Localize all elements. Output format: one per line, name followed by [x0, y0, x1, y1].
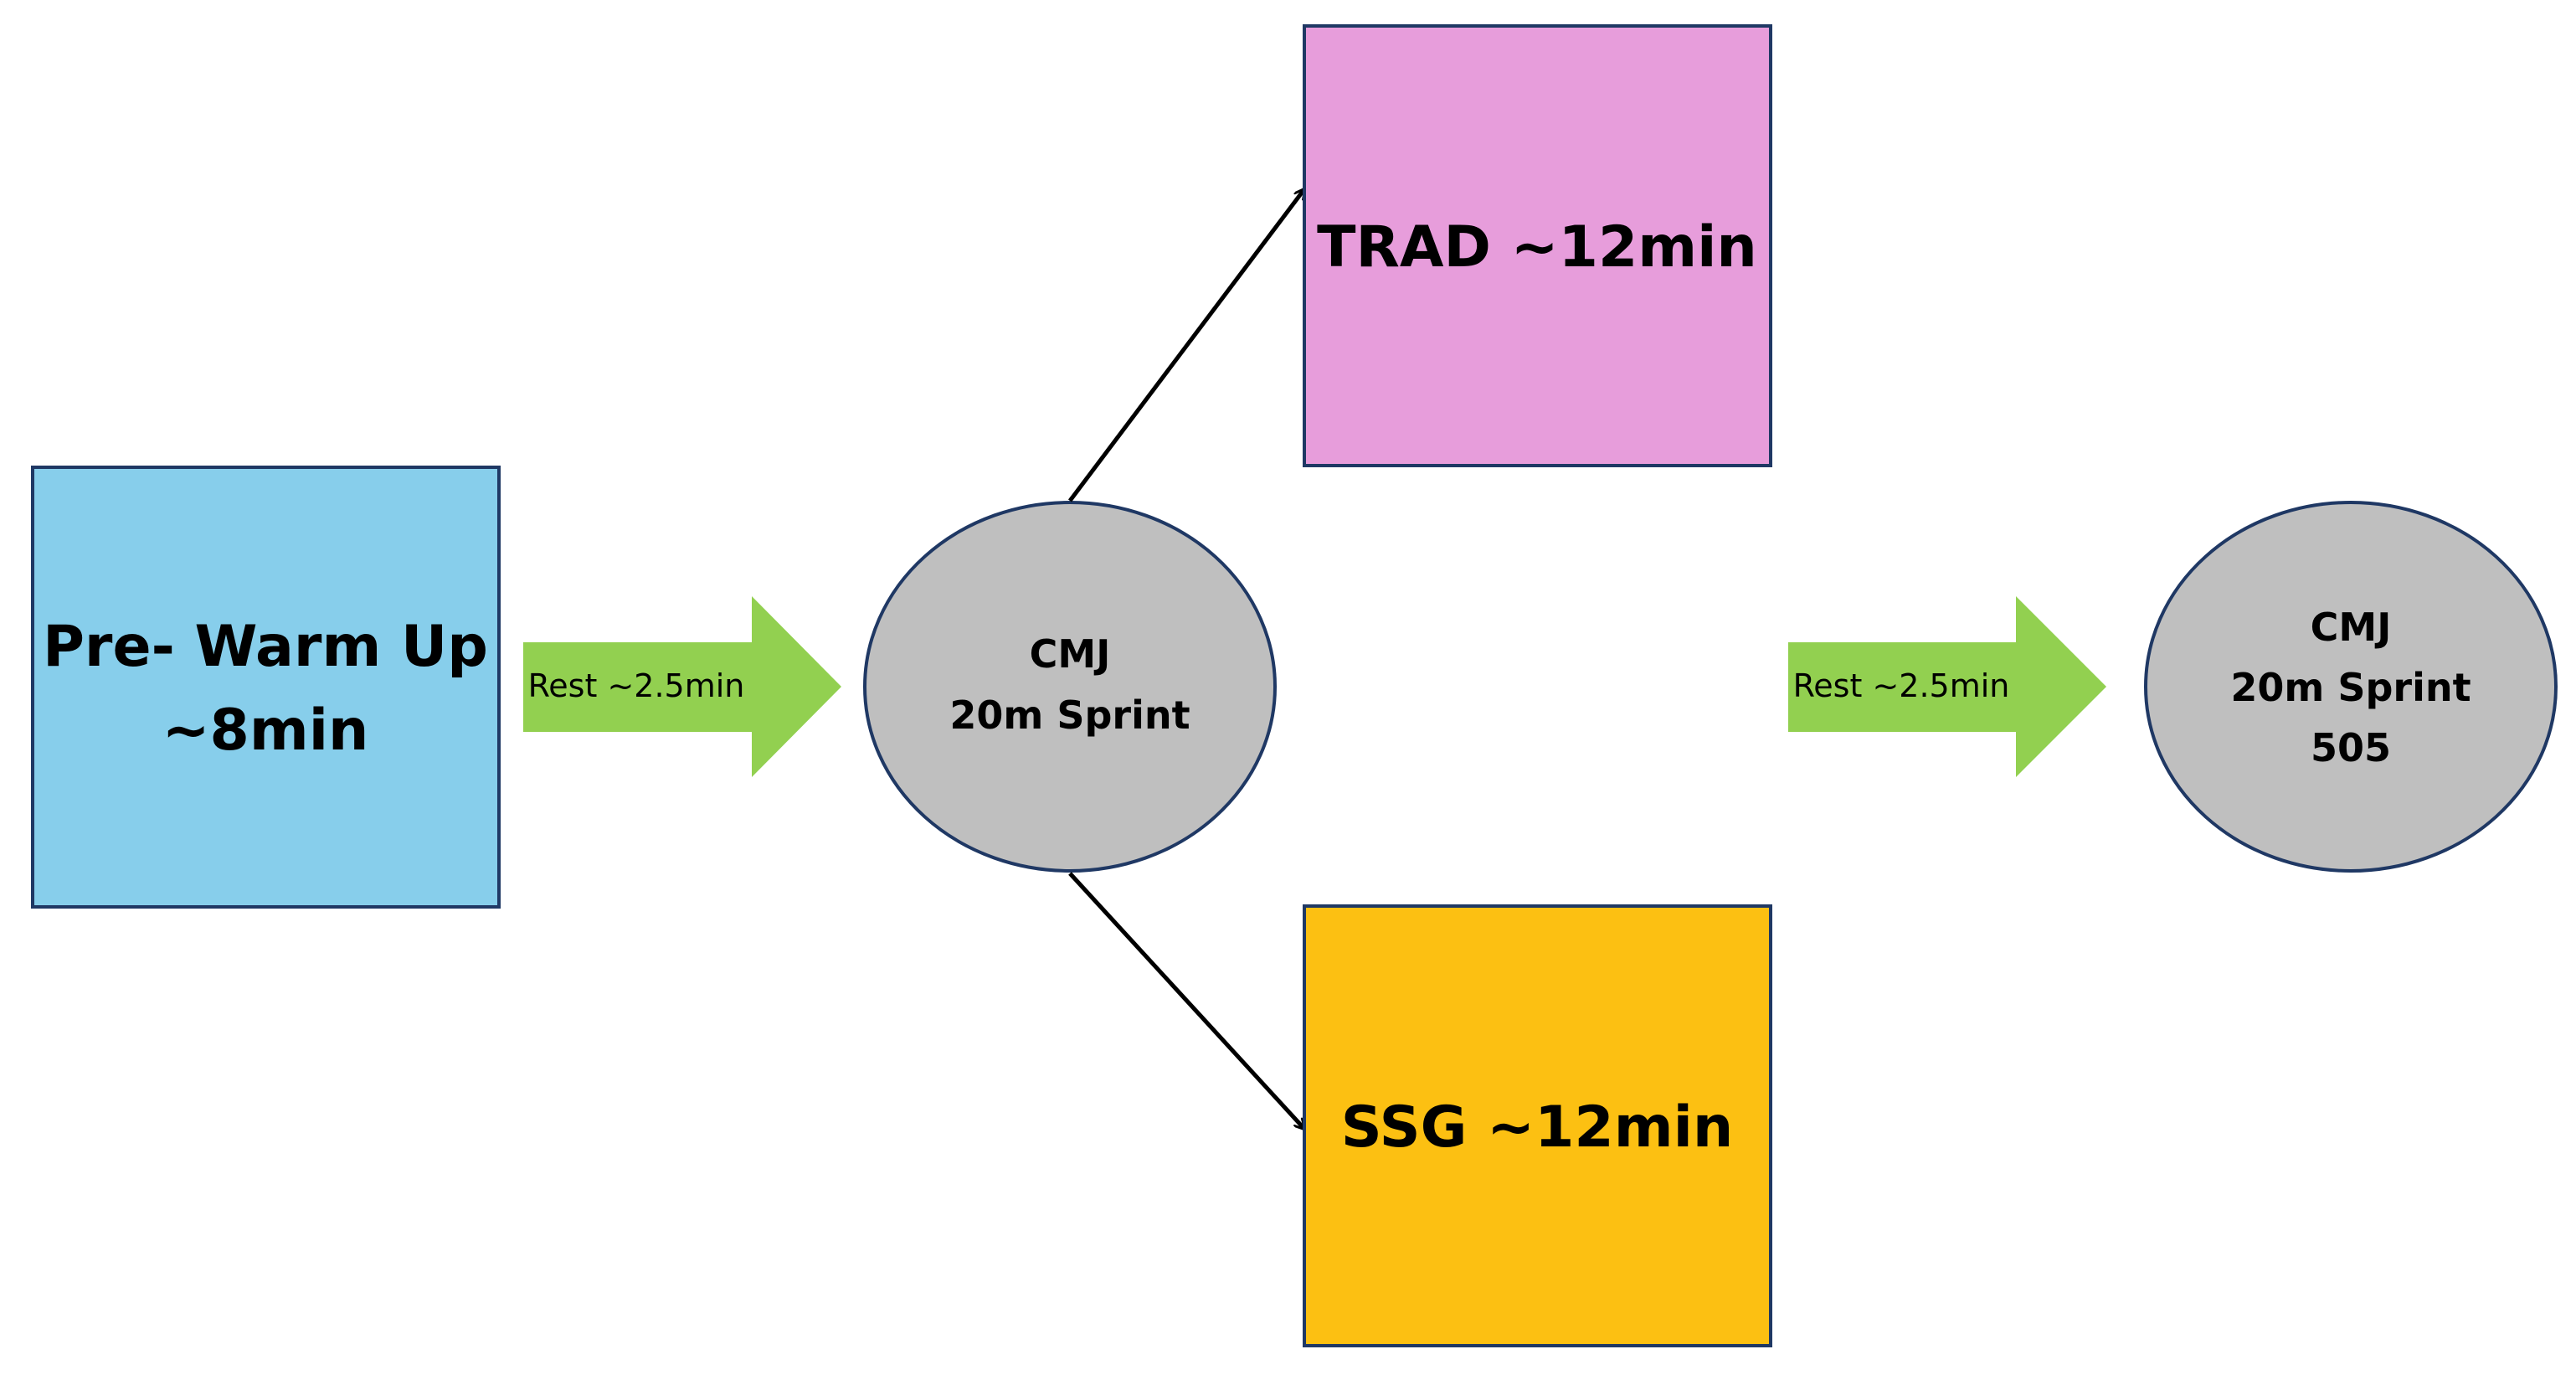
arrow-to-trad	[1068, 189, 1304, 502]
rest-arrow-2: Rest ~2.5min	[1788, 596, 2106, 777]
ssg-box	[1303, 904, 1772, 1347]
ssg-label: SSG ~12min	[1341, 1094, 1734, 1161]
warmup-label-line1: Pre- Warm Up	[43, 614, 488, 680]
rest-arrow-1-label: Rest ~2.5min	[528, 667, 745, 704]
trad-label: TRAD ~12min	[1317, 214, 1757, 281]
test-2-line3: 505	[2311, 725, 2391, 770]
rest-arrow-2-label: Rest ~2.5min	[1793, 667, 2010, 704]
ssg-node: SSG ~12min	[1303, 904, 1772, 1347]
warmup-node: Pre- Warm Up ~8min	[31, 466, 501, 909]
test-2-line2: 20m Sprint	[2230, 665, 2471, 710]
rest-arrow-1-shape	[523, 596, 841, 777]
rest-arrow-2-shape	[1788, 596, 2106, 777]
arrow-to-ssg	[1068, 872, 1304, 1129]
test-node-2: CMJ 20m Sprint 505	[2144, 501, 2558, 873]
trad-box	[1303, 24, 1772, 467]
test-1-line2: 20m Sprint	[949, 693, 1190, 738]
trad-node: TRAD ~12min	[1303, 24, 1772, 467]
test-ellipse-2	[2144, 501, 2558, 873]
test-2-line1: CMJ	[2311, 605, 2392, 650]
test-ellipse-1	[863, 501, 1277, 873]
warmup-box	[31, 466, 501, 909]
warmup-label-line2: ~8min	[162, 698, 369, 764]
test-1-line1: CMJ	[1030, 631, 1111, 677]
rest-arrow-1: Rest ~2.5min	[523, 596, 841, 777]
test-node-1: CMJ 20m Sprint	[863, 501, 1277, 873]
